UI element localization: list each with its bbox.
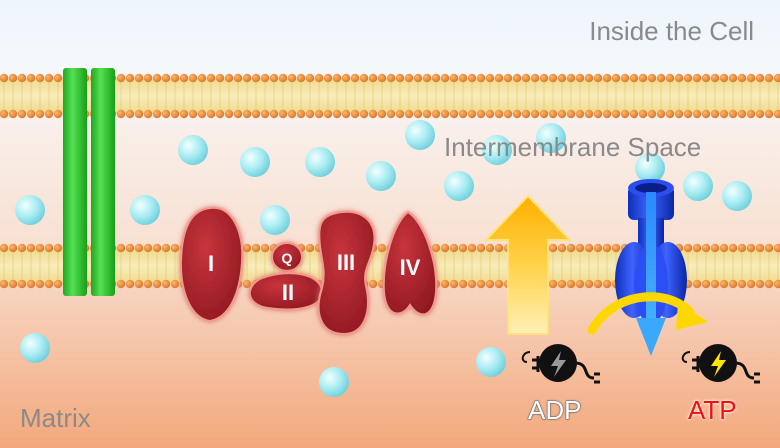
complex-iii bbox=[317, 210, 376, 336]
complex-iv-label: IV bbox=[400, 255, 421, 280]
complex-iv bbox=[382, 210, 438, 316]
proton bbox=[20, 333, 50, 363]
complex-i bbox=[179, 206, 244, 323]
adp-label: ADP bbox=[527, 395, 582, 426]
complex-ii-label: II bbox=[282, 280, 294, 305]
proton bbox=[476, 347, 506, 377]
proton bbox=[444, 171, 474, 201]
proton bbox=[319, 367, 349, 397]
proton bbox=[260, 205, 290, 235]
proton bbox=[482, 135, 512, 165]
rotation-arrow bbox=[587, 292, 708, 335]
proton-gradient-arrow bbox=[483, 194, 573, 335]
proton bbox=[635, 153, 665, 183]
green-channel bbox=[63, 68, 115, 296]
proton bbox=[15, 195, 45, 225]
proton bbox=[722, 181, 752, 211]
proton bbox=[305, 147, 335, 177]
outer-membrane bbox=[0, 73, 780, 119]
complex-iii-label: III bbox=[337, 250, 355, 275]
q-label: Q bbox=[282, 250, 293, 266]
adp-battery-icon bbox=[521, 344, 600, 384]
matrix-label: Matrix bbox=[20, 403, 91, 433]
intermembrane-space-label: Intermembrane Space bbox=[444, 132, 702, 162]
proton bbox=[240, 147, 270, 177]
ubiquinone-q bbox=[271, 242, 303, 272]
inside-cell-label: Inside the Cell bbox=[589, 16, 754, 46]
atp-label: ATP bbox=[688, 395, 737, 425]
complex-i-label: I bbox=[208, 251, 214, 276]
proton bbox=[683, 171, 713, 201]
proton bbox=[130, 195, 160, 225]
proton bbox=[405, 120, 435, 150]
proton-group bbox=[15, 120, 752, 397]
complex-ii bbox=[249, 272, 324, 311]
proton bbox=[366, 161, 396, 191]
proton bbox=[536, 123, 566, 153]
atp-battery-icon bbox=[681, 344, 760, 384]
proton bbox=[178, 135, 208, 165]
